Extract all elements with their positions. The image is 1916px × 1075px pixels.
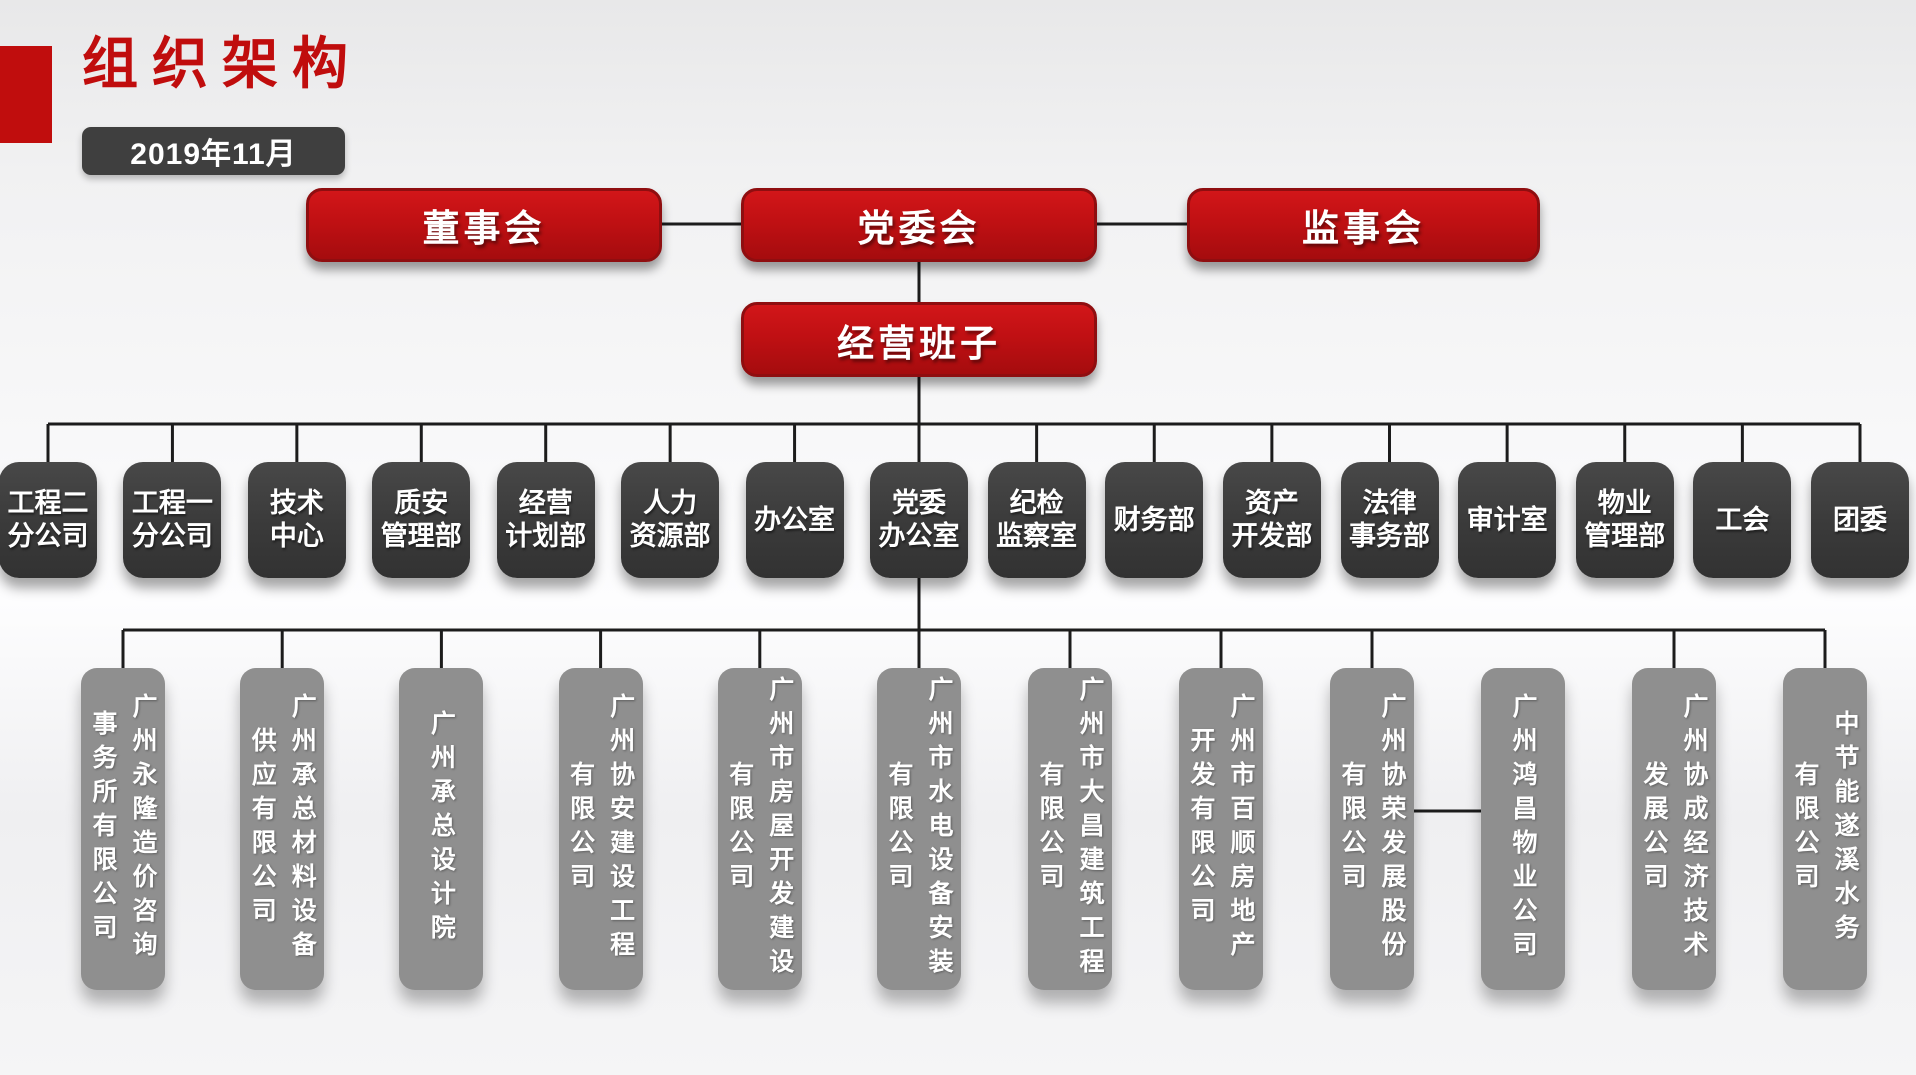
subsidiary-node-label: 广州协荣发展股份 有限公司 [1338,693,1406,965]
subsidiary-node: 广州永隆造价咨询 事务所有限公司 [81,668,165,990]
subsidiary-node-label: 广州市房屋开发建设 有限公司 [725,676,794,982]
subsidiary-node-label: 广州市大昌建筑工程 有限公司 [1036,676,1104,982]
subsidiary-node: 广州鸿昌物业公司 [1481,668,1565,990]
department-node: 纪检 监察室 [987,462,1086,578]
governance-node: 董事会 [306,188,662,262]
subsidiary-node-label: 中节能遂溪水务 有限公司 [1791,710,1859,948]
department-node-label: 物业 管理部 [1584,488,1666,551]
subsidiary-node: 广州市百顺房地产 开发有限公司 [1179,668,1263,990]
subsidiary-node-label: 广州鸿昌物业公司 [1509,693,1537,965]
subsidiary-node: 广州市房屋开发建设 有限公司 [717,668,802,990]
department-node-label: 财务部 [1113,504,1195,535]
subsidiary-node-label: 广州市水电设备安装 有限公司 [885,676,953,982]
department-node: 工程二 分公司 [0,462,97,578]
department-node-label: 人力 资源部 [629,488,711,551]
department-node: 审计室 [1458,462,1557,578]
governance-node-label: 董事会 [422,208,546,249]
department-node-label: 团委 [1833,504,1887,535]
department-node-label: 经营 计划部 [505,488,587,551]
department-node: 工程一 分公司 [123,462,222,578]
department-node: 财务部 [1105,462,1204,578]
department-node: 党委 办公室 [870,462,968,578]
department-node-label: 办公室 [754,504,836,535]
subsidiary-node: 中节能遂溪水务 有限公司 [1783,668,1867,990]
department-node: 法律 事务部 [1340,462,1439,578]
department-node: 团委 [1811,462,1909,578]
department-node: 经营 计划部 [496,462,595,578]
management-node: 经营班子 [741,302,1097,377]
department-node-label: 质安 管理部 [380,488,462,551]
subsidiary-node-label: 广州协成经济技术 发展公司 [1640,693,1708,965]
subsidiary-node-label: 广州永隆造价咨询 事务所有限公司 [89,693,157,965]
department-node-label: 资产 开发部 [1231,488,1313,551]
governance-node-label: 监事会 [1302,208,1425,249]
department-node: 办公室 [745,462,844,578]
governance-node-label: 党委会 [857,208,981,249]
subsidiary-node: 广州承总设计院 [399,668,484,990]
subsidiary-node: 广州协安建设工程 有限公司 [558,668,643,990]
subsidiary-node: 广州市大昌建筑工程 有限公司 [1028,668,1112,990]
department-node-label: 技术 中心 [269,488,324,551]
department-node-label: 审计室 [1466,504,1548,535]
governance-node: 党委会 [741,188,1097,262]
department-node: 工会 [1693,462,1792,578]
department-node: 物业 管理部 [1575,462,1674,578]
management-node-label: 经营班子 [837,322,1001,364]
department-node-label: 工程一 分公司 [131,488,213,551]
subsidiary-node: 广州承总材料设备 供应有限公司 [240,668,325,990]
subsidiary-node: 广州协成经济技术 发展公司 [1632,668,1716,990]
page-title: 组织架构 [82,32,362,95]
department-node: 人力 资源部 [621,462,720,578]
subsidiary-node-label: 广州市百顺房地产 开发有限公司 [1187,693,1255,965]
department-node-label: 党委 办公室 [878,488,960,551]
subsidiary-node-label: 广州协安建设工程 有限公司 [566,693,635,965]
date-badge-label: 2019年11月 [130,138,297,171]
accent-square [0,46,52,143]
department-node: 技术 中心 [247,462,346,578]
governance-node: 监事会 [1187,188,1540,262]
date-badge: 2019年11月 [82,127,345,175]
department-node: 资产 开发部 [1222,462,1321,578]
subsidiary-node-label: 广州承总设计院 [427,710,456,948]
department-node-label: 纪检 监察室 [996,488,1078,551]
subsidiary-node-label: 广州承总材料设备 供应有限公司 [248,693,317,965]
subsidiary-node: 广州协荣发展股份 有限公司 [1330,668,1414,990]
department-node-label: 法律 事务部 [1349,488,1430,551]
department-node-label: 工程二 分公司 [7,488,89,551]
department-node-label: 工会 [1715,504,1770,535]
department-node: 质安 管理部 [372,462,471,578]
subsidiary-node: 广州市水电设备安装 有限公司 [877,668,961,990]
